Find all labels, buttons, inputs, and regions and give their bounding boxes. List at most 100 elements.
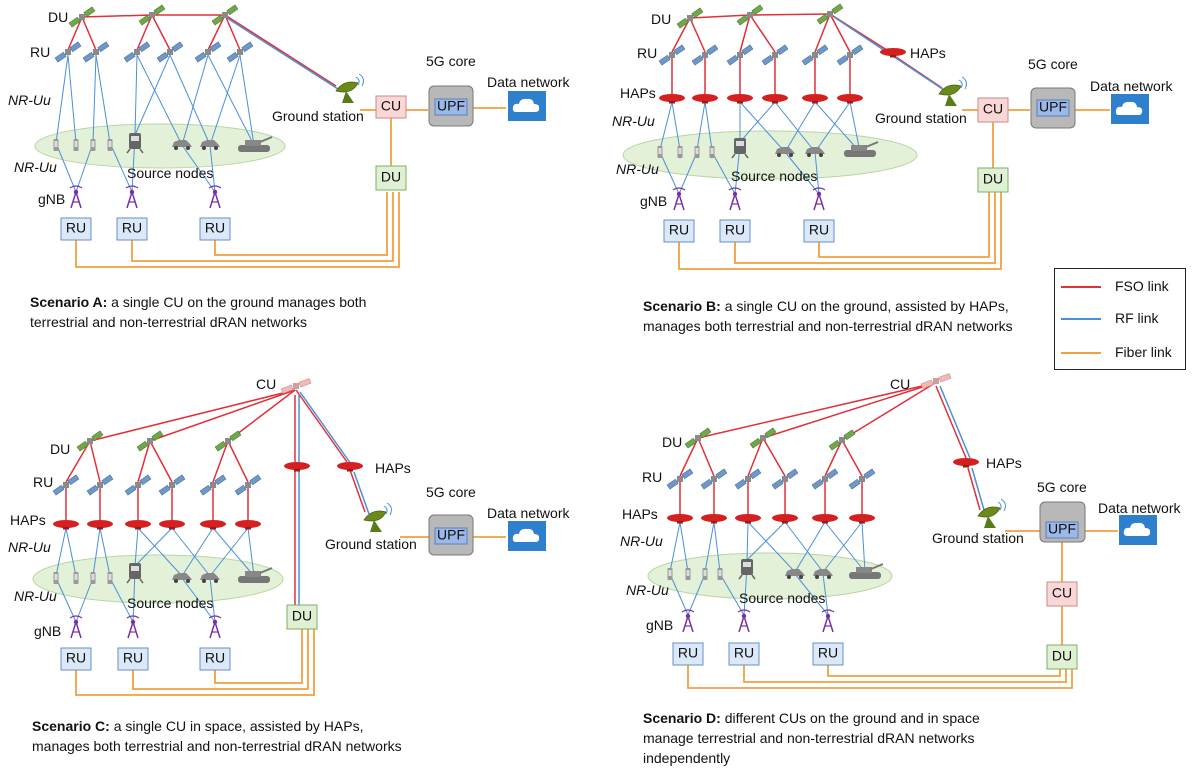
scenario-a: RU RU RU DU CU UPF DU RU NR-Uu NR-Uu gNB… xyxy=(8,4,570,268)
nr-uu-label: NR-Uu xyxy=(14,159,57,175)
rf-links xyxy=(669,521,866,616)
du-box-label: DU xyxy=(292,608,312,624)
source-nodes-area xyxy=(647,552,893,600)
core-label: 5G core xyxy=(1037,479,1087,495)
source-nodes-area xyxy=(622,130,918,180)
fiber-links xyxy=(687,530,1118,689)
cloud-icon xyxy=(508,91,546,121)
ru-label: RU xyxy=(33,474,53,490)
phone-icon xyxy=(717,568,723,580)
phone-icon xyxy=(657,146,663,158)
ru-box: RU xyxy=(199,217,231,241)
cu-label: CU xyxy=(256,376,276,392)
haps-airship-icon xyxy=(284,462,310,472)
ru-label: RU xyxy=(642,469,662,485)
du-satellite-icon xyxy=(76,430,104,452)
gnb-label: gNB xyxy=(34,623,61,639)
nr-uu-label: NR-Uu xyxy=(620,533,663,549)
haps-label: HAPs xyxy=(622,506,658,522)
haps-airship-icon xyxy=(772,514,798,524)
ru-box-label: RU xyxy=(678,645,698,661)
ru-box-label: RU xyxy=(122,220,142,236)
ru-box-label: RU xyxy=(205,650,225,666)
haps-airship-icon xyxy=(692,94,718,104)
gnb-antenna-icon xyxy=(69,185,83,209)
gnb-label: gNB xyxy=(640,193,667,209)
upf-label: UPF xyxy=(437,98,465,114)
fiber-links xyxy=(75,536,506,696)
phone-icon xyxy=(107,572,113,584)
ru-box: RU xyxy=(728,642,760,666)
upf-label: UPF xyxy=(1039,99,1067,115)
phone-icon xyxy=(702,568,708,580)
rf-links xyxy=(55,54,255,193)
ground-station-label: Ground station xyxy=(875,110,967,126)
du-box: DU xyxy=(286,604,318,630)
ru-box-label: RU xyxy=(123,650,143,666)
caption-line: independently xyxy=(643,750,731,766)
ru-satellite-icon xyxy=(156,41,184,63)
ru-box-label: RU xyxy=(818,645,838,661)
ground-station-label: Ground station xyxy=(272,108,364,124)
nr-uu-label: NR-Uu xyxy=(14,588,57,604)
cloud-icon xyxy=(508,521,546,551)
phone-icon xyxy=(694,146,700,158)
ru-box-label: RU xyxy=(669,222,689,238)
legend-swatch xyxy=(1061,352,1101,354)
ground-station-label: Ground station xyxy=(325,536,417,552)
fiber-links xyxy=(678,109,1110,270)
legend: FSO link RF link Fiber link xyxy=(1054,268,1186,370)
gnb-label: gNB xyxy=(646,617,673,633)
gnb-antenna-icon xyxy=(69,615,83,639)
cu-box-label: CU xyxy=(983,101,1003,117)
phone-icon xyxy=(709,146,715,158)
5g-core-box: UPF xyxy=(428,514,474,556)
scenario-b: RU RU RU DU CU UPF DU RU HAPs NR-Uu NR-U… xyxy=(612,3,1173,270)
ru-box: RU xyxy=(117,647,149,671)
ground-station-dish-icon xyxy=(335,73,364,104)
ru-box: RU xyxy=(812,642,844,666)
ru-box: RU xyxy=(116,217,148,241)
haps-label: HAPs xyxy=(986,455,1022,471)
gnb-antenna-icon xyxy=(672,187,686,211)
rf-links xyxy=(55,527,255,623)
du-box: DU xyxy=(1046,644,1078,670)
fso-rf-paired-links xyxy=(939,385,985,511)
gnb-antenna-icon xyxy=(681,609,695,633)
ru-box-label: RU xyxy=(66,650,86,666)
ground-station-label: Ground station xyxy=(932,530,1024,546)
gnb-label: gNB xyxy=(38,191,65,207)
caption-title: Scenario D: xyxy=(643,710,721,726)
haps-airship-icon xyxy=(667,514,693,524)
source-nodes-area xyxy=(34,123,286,169)
caption-title: Scenario C: xyxy=(32,718,110,734)
haps-airship-icon xyxy=(735,514,761,524)
5g-core-box: UPF xyxy=(428,85,474,127)
phone-icon xyxy=(53,139,59,151)
cloud-icon xyxy=(1119,515,1157,545)
haps-label: HAPs xyxy=(375,460,411,476)
caption-scenario-b: Scenario B: a single CU on the ground, a… xyxy=(643,296,1013,336)
caption-title: Scenario B: xyxy=(643,298,721,314)
5g-core-box: UPF xyxy=(1039,501,1086,543)
haps-label: HAPs xyxy=(910,45,946,61)
haps-airship-icon xyxy=(812,514,838,524)
haps-label: HAPs xyxy=(620,85,656,101)
cloud-icon xyxy=(1111,94,1149,124)
legend-swatch xyxy=(1061,286,1101,288)
ru-label: RU xyxy=(30,44,50,60)
ru-box: RU xyxy=(719,219,751,243)
cu-box: CU xyxy=(375,95,407,119)
source-nodes-label: Source nodes xyxy=(739,590,825,606)
ru-satellite-icon xyxy=(194,41,222,63)
caption-scenario-c: Scenario C: a single CU in space, assist… xyxy=(32,716,402,756)
haps-airship-icon xyxy=(849,514,875,524)
ru-box: RU xyxy=(672,642,704,666)
ru-box: RU xyxy=(60,217,92,241)
source-nodes-label: Source nodes xyxy=(127,595,213,611)
haps-airship-icon xyxy=(159,520,185,530)
caption-line: a single CU on the ground, assisted by H… xyxy=(724,298,1009,314)
phone-icon xyxy=(667,568,673,580)
haps-airship-icon xyxy=(701,514,727,524)
